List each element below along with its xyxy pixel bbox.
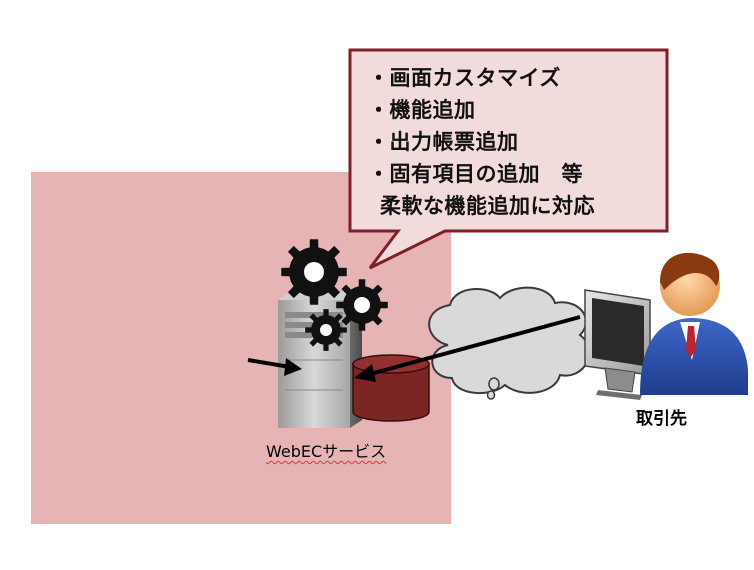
person-icon <box>640 252 748 395</box>
client-label: 取引先 <box>636 409 687 429</box>
callout-summary: 柔軟な機能追加に対応 <box>380 194 595 218</box>
callout-bubble <box>348 48 669 270</box>
gear-icon <box>336 279 388 331</box>
callout-text: ・画面カスタマイズ ・機能追加 ・出力帳票追加 ・固有項目の追加 等 柔軟な機能… <box>368 62 658 222</box>
monitor-icon <box>584 289 651 400</box>
callout-item: ・画面カスタマイズ <box>368 66 561 90</box>
callout-item: ・出力帳票追加 <box>368 130 519 154</box>
client-access-arrow <box>354 315 581 382</box>
gear-icon <box>281 239 347 305</box>
server-label: WebECサービス <box>266 442 387 461</box>
callout-item: ・固有項目の追加 等 <box>368 162 583 186</box>
cloud-icon <box>428 286 591 400</box>
inbound-arrow <box>247 358 302 376</box>
callout-item: ・機能追加 <box>368 98 476 122</box>
gear-icon <box>305 309 347 351</box>
database-icon <box>352 354 430 422</box>
